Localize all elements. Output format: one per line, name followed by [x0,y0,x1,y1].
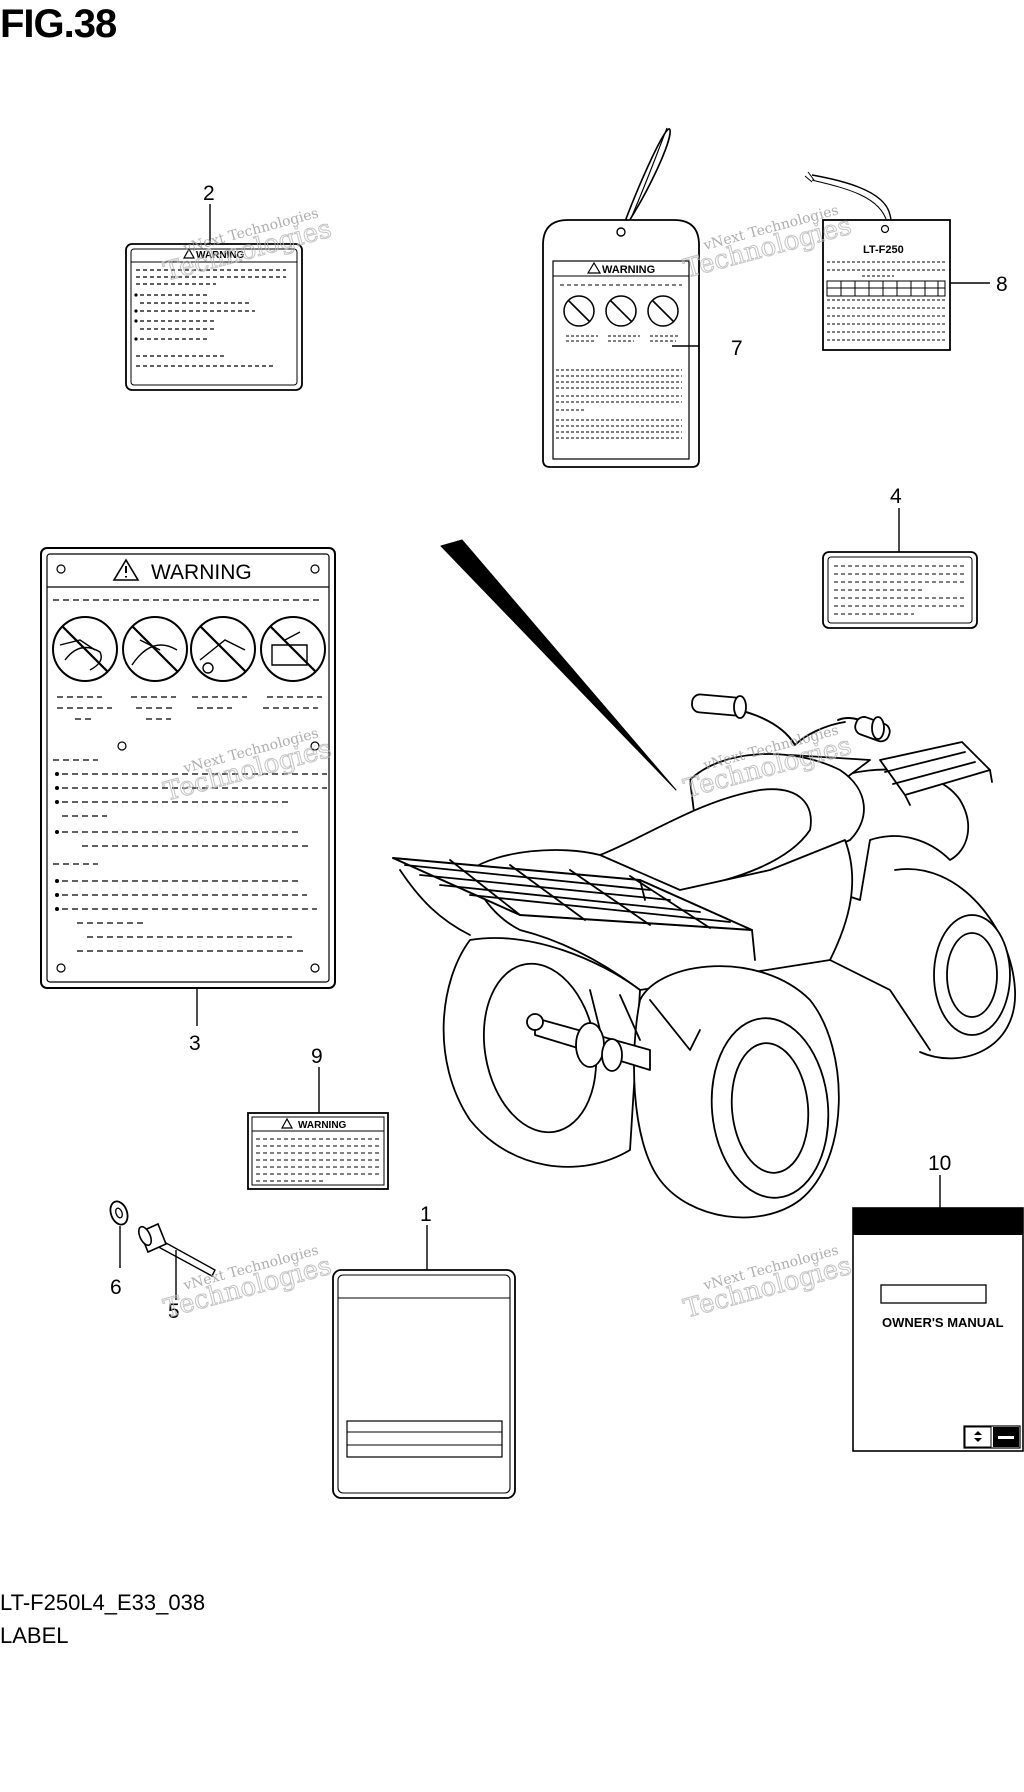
label-3-pointer [440,539,677,791]
warning-triangle-icon [112,558,140,581]
callout-3: 3 [189,1032,201,1055]
callout-4: 4 [890,485,902,508]
callout-5: 5 [168,1300,180,1323]
label-4 [822,551,978,629]
label-1 [332,1269,516,1499]
label-3-warning-large: WARNING [40,547,336,989]
callout-6: 6 [110,1276,122,1299]
label-9-warning-word: WARNING [298,1120,347,1131]
label-2-warning-word: WARNING [196,250,245,261]
part-6-washer [109,1200,129,1226]
figure-subtitle: LABEL [0,1623,69,1648]
callout-8: 8 [996,273,1008,296]
brand-logo-icon [964,1426,992,1448]
callout-9: 9 [311,1045,323,1068]
label-3-warning-word: WARNING [151,561,252,584]
callout-7: 7 [731,337,743,360]
figure-code: LT-F250L4_E33_038 [0,1590,206,1615]
label-10-owners-manual: OWNER'S MANUAL [852,1207,1024,1452]
callout-1: 1 [420,1203,432,1226]
atv-illustration [392,539,1016,1219]
label-7-warning-word: WARNING [602,264,655,276]
label-7-hang-tag: WARNING [542,127,700,468]
warning-triangle-icon [280,1117,294,1129]
warning-triangle-icon [586,261,602,274]
manual-title-text: OWNER'S MANUAL [882,1315,1004,1330]
callout-2: 2 [203,182,215,205]
label-2-warning-small: WARNING [125,243,303,391]
label-8-model-text: LT-F250 [863,244,904,256]
label-9-warning-small: WARNING [247,1112,389,1190]
label-8-model-tag: LT-F250 [804,171,951,351]
callout-10: 10 [928,1152,951,1175]
fig-title: FIG.38 [0,2,117,46]
callouts [119,204,990,1300]
warning-triangle-icon [182,247,196,259]
part-5-rivet [138,1222,216,1277]
